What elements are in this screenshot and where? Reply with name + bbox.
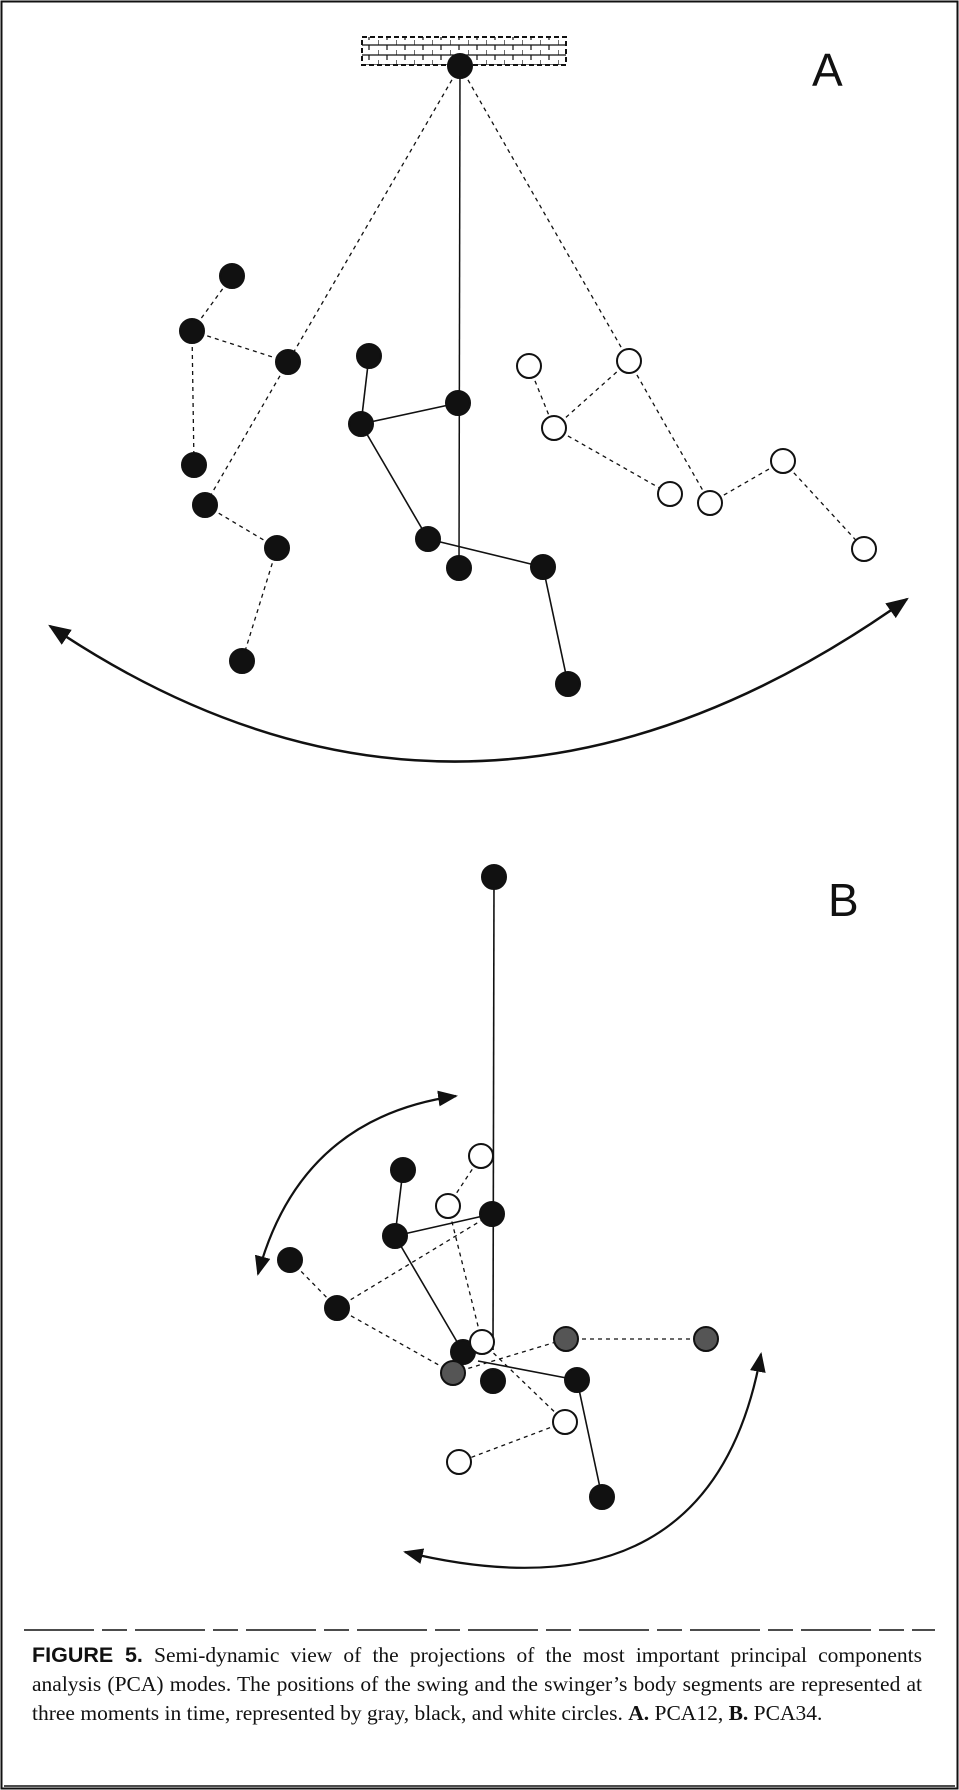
caption-text: Semi-dynamic view of the projections of …	[32, 1643, 922, 1725]
panel-a-label: A	[812, 44, 843, 96]
caption-part-a-label: A.	[628, 1701, 650, 1725]
rope-right-dotted	[459, 65, 630, 362]
figure-a-right-segments	[528, 360, 865, 550]
joint-anchor	[447, 53, 473, 79]
figure-b-white-segments	[447, 1155, 566, 1463]
caption-label: FIGURE 5.	[32, 1643, 143, 1667]
rope-b	[492, 876, 495, 1351]
rope-left-dotted	[287, 65, 461, 363]
joints-b	[277, 864, 719, 1510]
caption-part-b-label: B.	[728, 1701, 749, 1725]
caption-part-b-text: PCA34.	[753, 1701, 823, 1725]
panel-b: B	[254, 864, 859, 1569]
rope-black	[458, 65, 461, 569]
swing-arc-a	[48, 597, 909, 763]
rotation-arc-upper	[254, 1090, 458, 1276]
figure-b-gray-segments	[289, 1213, 706, 1374]
rotation-arc-lower	[403, 1352, 766, 1569]
panel-a: A	[48, 36, 909, 763]
panel-b-label: B	[828, 874, 859, 926]
caption-part-a-text: PCA12,	[654, 1701, 724, 1725]
swing-ropes	[287, 65, 630, 569]
figure-caption: FIGURE 5. Semi-dynamic view of the proje…	[32, 1641, 922, 1728]
joints-a	[179, 53, 877, 697]
